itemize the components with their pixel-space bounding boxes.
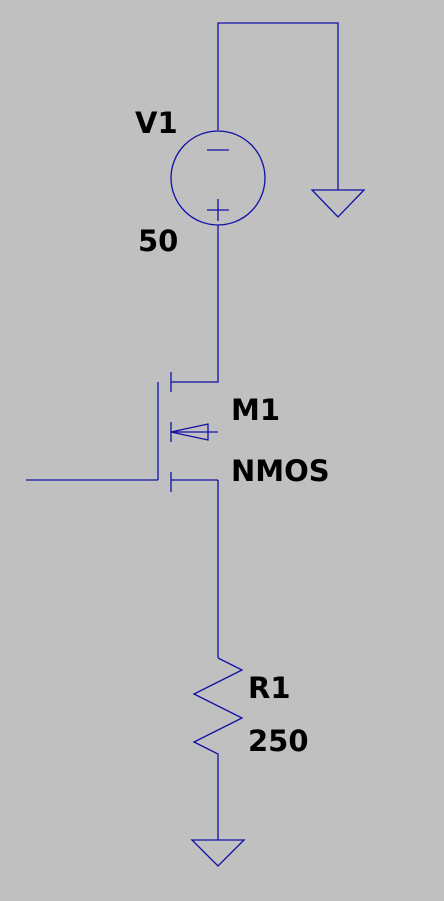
m1-name-label: M1 [231,393,280,427]
voltage-source-icon[interactable] [170,130,266,226]
ground-icon[interactable] [310,189,366,218]
wire-top-loop[interactable] [217,22,339,190]
ground-icon[interactable] [190,839,246,867]
r1-name-label: R1 [248,671,291,705]
resistor-icon[interactable] [192,657,244,758]
nmos-transistor-icon[interactable] [157,372,218,492]
v1-value-label: 50 [138,224,178,258]
r1-value-label: 250 [248,724,309,758]
v1-name-label: V1 [135,106,178,140]
m1-model-label: NMOS [231,454,330,488]
wire-source-to-drain[interactable] [171,225,219,383]
